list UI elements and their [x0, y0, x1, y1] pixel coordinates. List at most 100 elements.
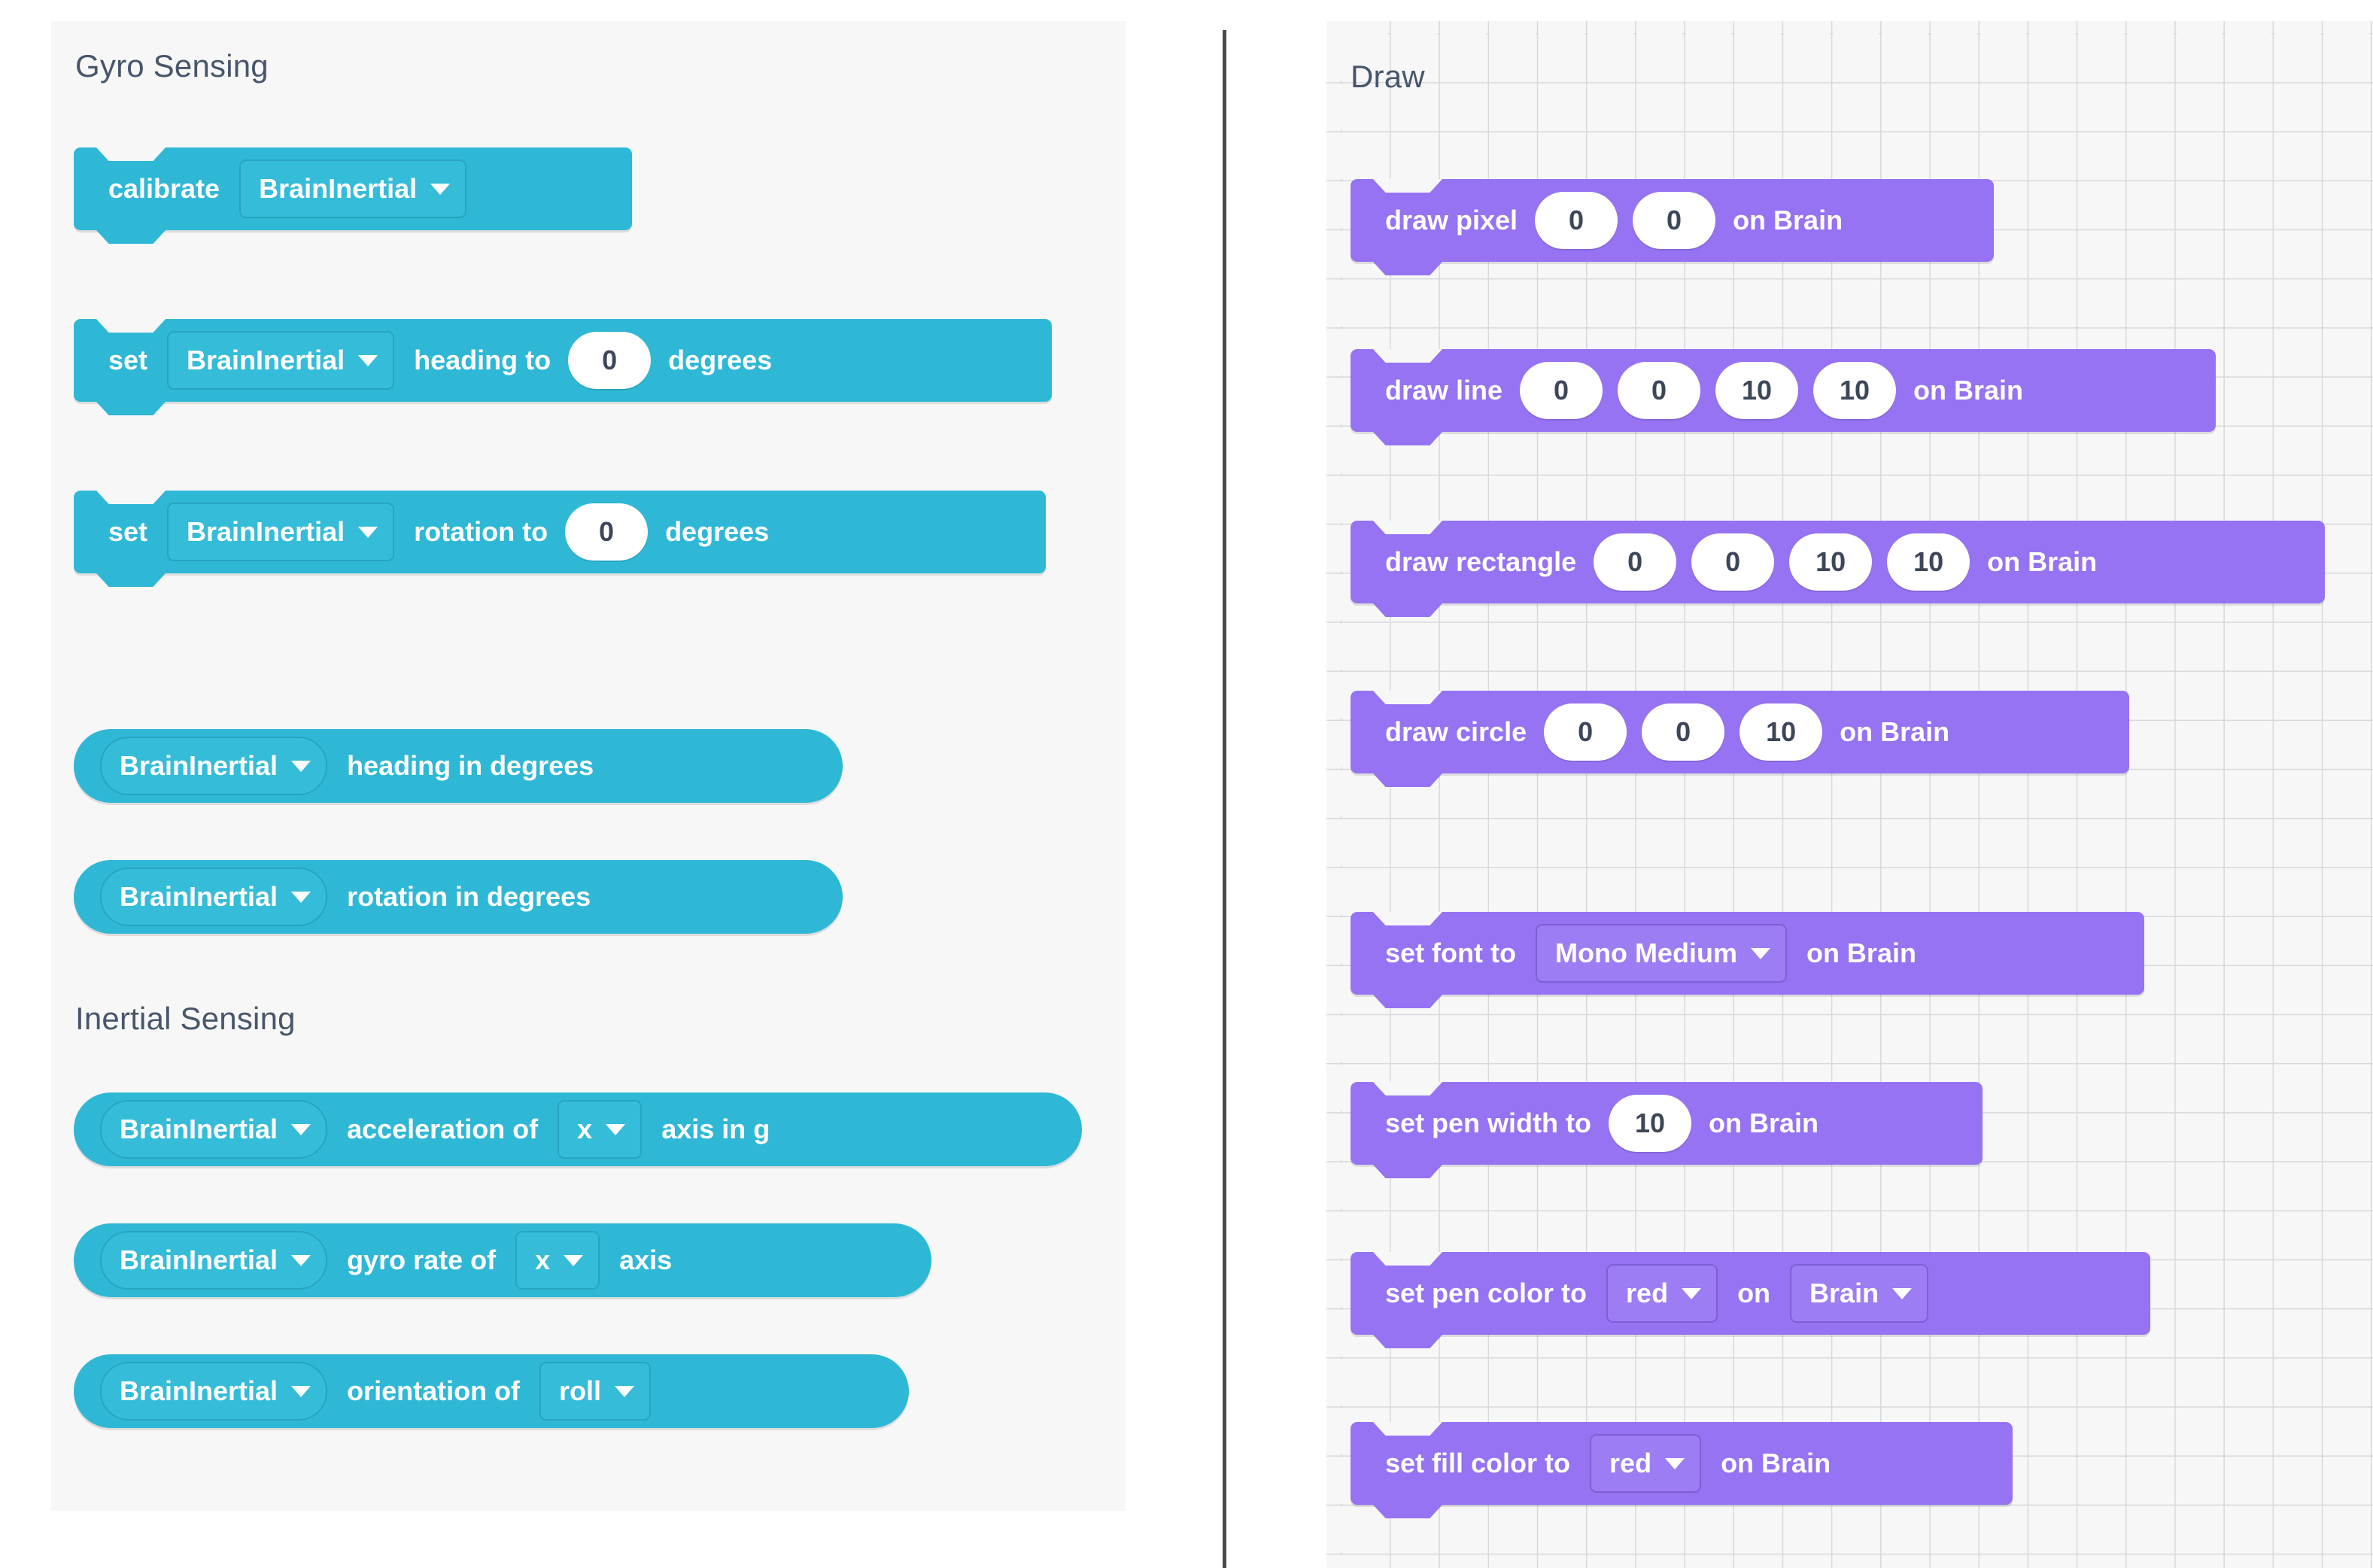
- device-dropdown[interactable]: BrainInertial: [167, 503, 395, 561]
- block-notch-top: [96, 491, 166, 504]
- block-label-property: heading in degrees: [347, 750, 594, 781]
- panel-divider: [1223, 30, 1226, 1568]
- pen-width-input[interactable]: 10: [1609, 1095, 1691, 1152]
- block-inertial-acceleration-reporter[interactable]: BrainInertial acceleration of x axis in …: [74, 1092, 1082, 1166]
- line-y2-input[interactable]: 10: [1813, 362, 1897, 419]
- device-dropdown[interactable]: BrainInertial: [100, 1231, 328, 1290]
- rotation-value-input[interactable]: 0: [565, 503, 649, 561]
- device-dropdown[interactable]: BrainInertial: [100, 1100, 328, 1159]
- dropdown-value: BrainInertial: [120, 750, 278, 781]
- block-inertial-heading-reporter[interactable]: BrainInertial heading in degrees: [74, 729, 843, 803]
- rect-width-input[interactable]: 10: [1789, 533, 1873, 591]
- chevron-down-icon: [606, 1123, 626, 1135]
- device-dropdown[interactable]: BrainInertial: [100, 868, 328, 926]
- block-label-on: on: [1737, 1278, 1771, 1308]
- block-set-pen-width[interactable]: set pen width to 10 on Brain: [1351, 1082, 1983, 1178]
- chevron-down-icon: [615, 1385, 635, 1397]
- dropdown-value: x: [577, 1114, 593, 1144]
- chevron-down-icon: [291, 1254, 311, 1266]
- fill-color-dropdown[interactable]: red: [1590, 1434, 1702, 1493]
- block-label-suffix: axis: [619, 1244, 673, 1275]
- heading-value-input[interactable]: 0: [568, 332, 652, 389]
- dropdown-value: Mono Medium: [1554, 937, 1737, 968]
- block-draw-rectangle[interactable]: draw rectangle 0 0 10 10 on Brain: [1351, 521, 2325, 617]
- orientation-dropdown[interactable]: roll: [539, 1362, 652, 1421]
- circle-y-input[interactable]: 0: [1642, 703, 1725, 761]
- block-notch-top: [1373, 1082, 1442, 1095]
- dropdown-value: red: [1609, 1448, 1652, 1478]
- block-calibrate-inertial[interactable]: calibrate BrainInertial: [74, 147, 632, 244]
- dropdown-value: BrainInertial: [120, 881, 278, 912]
- block-label-unit: degrees: [668, 345, 773, 375]
- chevron-down-icon: [564, 1254, 584, 1266]
- font-dropdown[interactable]: Mono Medium: [1535, 924, 1787, 983]
- dropdown-value: Brain: [1809, 1278, 1879, 1308]
- block-inertial-rotation-reporter[interactable]: BrainInertial rotation in degrees: [74, 860, 843, 934]
- line-x2-input[interactable]: 10: [1715, 362, 1799, 419]
- block-label-target: on Brain: [1840, 716, 1950, 747]
- chevron-down-icon: [430, 183, 451, 195]
- chevron-down-icon: [358, 526, 378, 538]
- circle-x-input[interactable]: 0: [1544, 703, 1627, 761]
- block-notch-top: [1373, 349, 1442, 363]
- pen-color-dropdown[interactable]: red: [1606, 1264, 1718, 1323]
- chevron-down-icon: [291, 1123, 311, 1135]
- block-notch-top: [1373, 179, 1442, 193]
- line-y1-input[interactable]: 0: [1618, 362, 1701, 419]
- dropdown-value: roll: [559, 1375, 602, 1406]
- block-draw-line[interactable]: draw line 0 0 10 10 on Brain: [1351, 349, 2216, 445]
- block-inertial-gyro-rate-reporter[interactable]: BrainInertial gyro rate of x axis: [74, 1223, 931, 1297]
- block-label-target: on Brain: [1987, 546, 2098, 577]
- circle-radius-input[interactable]: 10: [1739, 703, 1823, 761]
- chevron-down-icon: [291, 891, 311, 903]
- pixel-x-input[interactable]: 0: [1535, 192, 1618, 249]
- dropdown-value: BrainInertial: [259, 173, 418, 204]
- dropdown-value: red: [1626, 1278, 1669, 1308]
- category-heading-gyro-sensing: Gyro Sensing: [75, 48, 269, 84]
- device-dropdown[interactable]: BrainInertial: [100, 737, 328, 795]
- device-dropdown[interactable]: BrainInertial: [239, 160, 467, 218]
- block-label-property: acceleration of: [347, 1114, 539, 1144]
- block-set-inertial-rotation[interactable]: set BrainInertial rotation to 0 degrees: [74, 491, 1046, 587]
- block-label-verb: set pen width to: [1385, 1108, 1591, 1138]
- block-draw-circle[interactable]: draw circle 0 0 10 on Brain: [1351, 691, 2129, 787]
- device-dropdown[interactable]: Brain: [1790, 1264, 1929, 1323]
- dropdown-value: BrainInertial: [187, 345, 345, 375]
- rect-x-input[interactable]: 0: [1594, 533, 1677, 591]
- device-dropdown[interactable]: BrainInertial: [100, 1362, 328, 1421]
- category-heading-draw: Draw: [1351, 59, 1425, 94]
- dropdown-value: BrainInertial: [120, 1375, 278, 1406]
- block-notch-top: [96, 147, 166, 161]
- block-label-suffix: axis in g: [661, 1114, 770, 1144]
- rect-height-input[interactable]: 10: [1887, 533, 1970, 591]
- block-label-property: rotation in degrees: [347, 881, 591, 912]
- block-set-font[interactable]: set font to Mono Medium on Brain: [1351, 912, 2144, 1008]
- rect-y-input[interactable]: 0: [1691, 533, 1775, 591]
- block-notch-top: [1373, 521, 1442, 534]
- block-label-verb: draw pixel: [1385, 205, 1518, 236]
- block-notch-top: [96, 319, 166, 333]
- block-label-unit: degrees: [665, 516, 770, 547]
- dropdown-value: BrainInertial: [187, 516, 345, 547]
- block-set-inertial-heading[interactable]: set BrainInertial heading to 0 degrees: [74, 319, 1052, 415]
- block-set-fill-color[interactable]: set fill color to red on Brain: [1351, 1422, 2013, 1518]
- block-draw-pixel[interactable]: draw pixel 0 0 on Brain: [1351, 179, 1994, 275]
- axis-dropdown[interactable]: x: [558, 1100, 643, 1159]
- device-dropdown[interactable]: BrainInertial: [167, 331, 395, 390]
- block-inertial-orientation-reporter[interactable]: BrainInertial orientation of roll: [74, 1354, 909, 1428]
- pixel-y-input[interactable]: 0: [1633, 192, 1716, 249]
- block-notch-top: [1373, 1252, 1442, 1266]
- axis-dropdown[interactable]: x: [515, 1231, 600, 1290]
- dropdown-value: BrainInertial: [120, 1114, 278, 1144]
- block-notch-top: [1373, 691, 1442, 704]
- block-set-pen-color[interactable]: set pen color to red on Brain: [1351, 1252, 2150, 1348]
- line-x1-input[interactable]: 0: [1520, 362, 1603, 419]
- block-label-target: on Brain: [1806, 937, 1916, 968]
- chevron-down-icon: [291, 760, 311, 772]
- block-label-property: heading to: [414, 345, 551, 375]
- chevron-down-icon: [1750, 947, 1770, 959]
- block-label-verb: draw circle: [1385, 716, 1527, 747]
- category-heading-inertial-sensing: Inertial Sensing: [75, 1001, 296, 1036]
- block-label-target: on Brain: [1733, 205, 1843, 236]
- block-label-verb: calibrate: [108, 173, 220, 204]
